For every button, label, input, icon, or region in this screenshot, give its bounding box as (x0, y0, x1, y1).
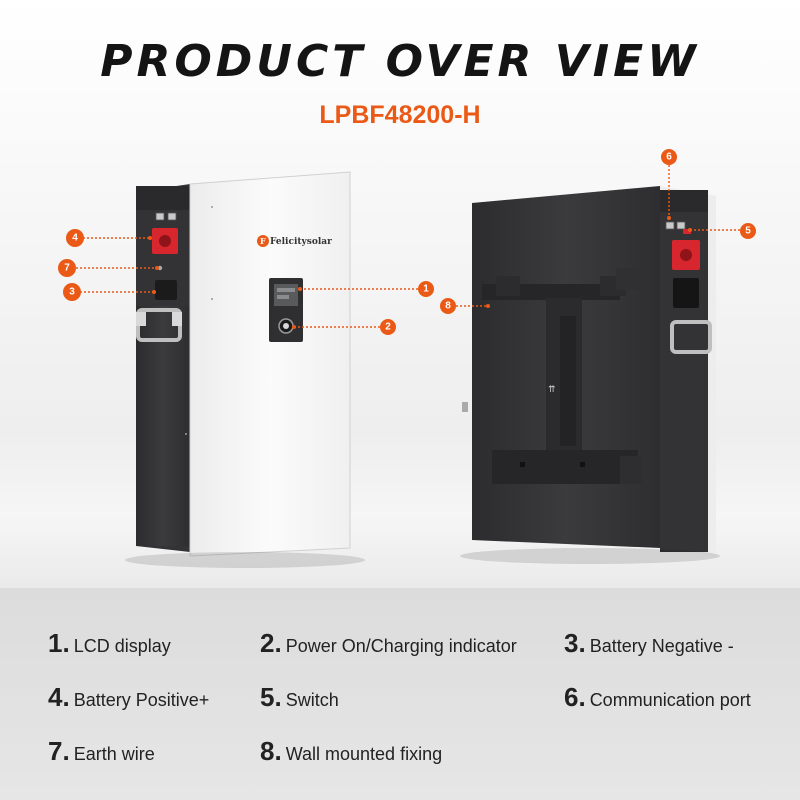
brand-logo-text: Felicitysolar (270, 237, 332, 247)
callout-badge-2: 2 (380, 319, 396, 335)
model-number: LPBF48200-H (319, 101, 481, 129)
orientation-arrows-icon: ⇈ (548, 385, 556, 395)
callout-badge-4: 4 (66, 229, 84, 247)
callout-badges: 4 7 3 1 2 6 5 (58, 149, 756, 335)
front-comm-port-2 (167, 212, 177, 221)
svg-text:3: 3 (69, 287, 75, 298)
legend-label: Communication port (589, 690, 751, 710)
rear-handle (670, 320, 712, 354)
front-unit-shadow (125, 552, 365, 568)
front-unit-white-panel (189, 171, 351, 557)
legend-label: Power On/Charging indicator (285, 636, 517, 656)
legend-item-3: 3.Battery Negative - (564, 628, 734, 659)
svg-text:2: 2 (385, 322, 391, 333)
front-handle-bracket-right (172, 312, 182, 326)
svg-text:5: 5 (745, 226, 751, 237)
legend-number: 4. (48, 682, 70, 712)
floor-band (0, 588, 800, 800)
brand-logo-mark-letter: F (260, 236, 266, 246)
callout-badge-5: 5 (740, 223, 756, 239)
legend-label: Switch (285, 690, 339, 710)
front-comm-port-1 (155, 212, 165, 221)
rear-comm-port-2 (676, 221, 686, 230)
legend-item-2: 2.Power On/Charging indicator (260, 628, 517, 659)
legend-item-8: 8.Wall mounted fixing (260, 736, 442, 767)
front-handle-bracket-left (136, 312, 146, 326)
legend-number: 6. (564, 682, 586, 712)
wall-bracket-bottom (492, 450, 638, 484)
front-unit-lower-body (136, 306, 190, 546)
legend-number: 2. (260, 628, 282, 658)
page-title: PRODUCT OVER VIEW (100, 36, 700, 87)
brand-logo-mark (257, 235, 269, 247)
callout-badge-7: 7 (58, 259, 76, 277)
svg-text:7: 7 (64, 263, 70, 274)
legend-label: LCD display (73, 636, 171, 656)
legend-label: Battery Negative - (589, 636, 734, 656)
legend-label: Wall mounted fixing (285, 744, 443, 764)
svg-text:1: 1 (423, 284, 429, 295)
rear-switch (683, 229, 691, 234)
callout-badge-1: 1 (418, 281, 434, 297)
front-unit-top-cap (136, 186, 190, 210)
rear-comm-port-1 (665, 221, 675, 230)
legend-item-5: 5.Switch (260, 682, 339, 713)
callout-anchor-dots (148, 216, 692, 329)
battery-front-unit: F Felicitysolar (125, 171, 365, 568)
rear-side-latch (462, 402, 468, 412)
legend-item-1: 1.LCD display (48, 628, 171, 659)
front-negative-terminal (155, 280, 177, 300)
legend-number: 1. (48, 628, 70, 658)
legend-number: 5. (260, 682, 282, 712)
legend-number: 3. (564, 628, 586, 658)
svg-text:8: 8 (445, 301, 451, 312)
callout-badge-6: 6 (661, 149, 677, 165)
legend-label: Battery Positive+ (73, 690, 210, 710)
svg-text:4: 4 (72, 233, 78, 244)
rear-negative-terminal (673, 278, 699, 308)
front-earth-point (157, 265, 163, 271)
legend-item-6: 6.Communication port (564, 682, 751, 713)
rear-unit-shadow (460, 548, 720, 564)
callout-badge-3: 3 (63, 283, 81, 301)
callout-badge-8: 8 (440, 298, 456, 314)
legend-item-4: 4.Battery Positive+ (48, 682, 209, 713)
legend-number: 8. (260, 736, 282, 766)
battery-rear-unit: ⇈ (460, 186, 720, 564)
callout-lines (76, 165, 740, 328)
legend-item-7: 7.Earth wire (48, 736, 155, 767)
svg-text:6: 6 (666, 152, 672, 163)
front-positive-terminal-bolt (159, 235, 171, 247)
legend-number: 7. (48, 736, 70, 766)
legend-label: Earth wire (73, 744, 155, 764)
